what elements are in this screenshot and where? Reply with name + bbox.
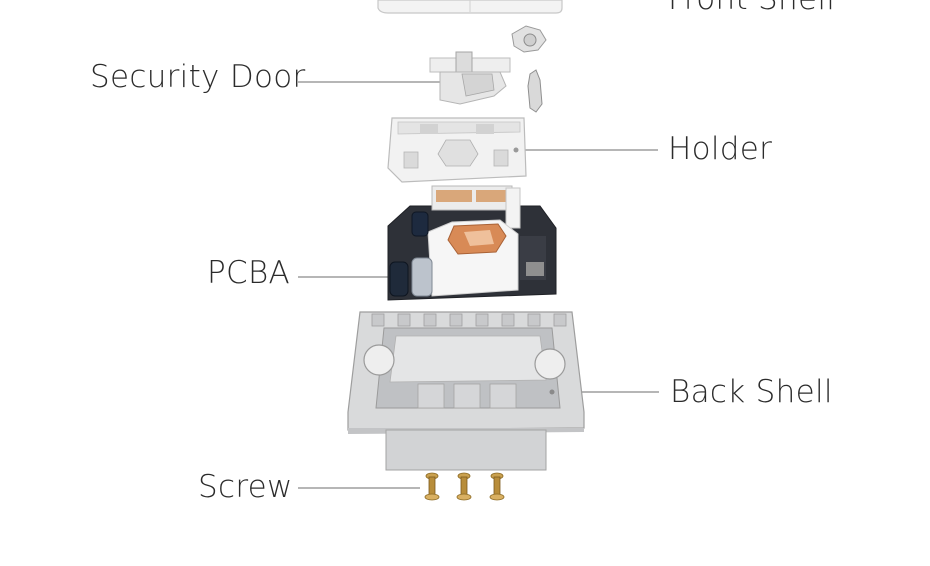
screw-3 — [489, 472, 505, 501]
front-shell-part — [377, 0, 563, 14]
holder-part — [387, 117, 527, 183]
label-screw: Screw — [198, 469, 293, 505]
pcba-part — [387, 185, 557, 301]
screws-part — [424, 472, 505, 501]
back-shell-part — [347, 311, 585, 471]
label-holder: Holder — [668, 131, 773, 167]
label-front-shell: Front Shell — [668, 0, 835, 15]
label-back-shell: Back Shell — [670, 374, 833, 410]
spring-parts — [511, 25, 547, 113]
security-door-part — [429, 51, 511, 105]
screw-2 — [456, 472, 472, 501]
screw-1 — [424, 472, 440, 501]
label-pcba: PCBA — [207, 255, 291, 291]
label-security-door: Security Door — [90, 59, 306, 95]
